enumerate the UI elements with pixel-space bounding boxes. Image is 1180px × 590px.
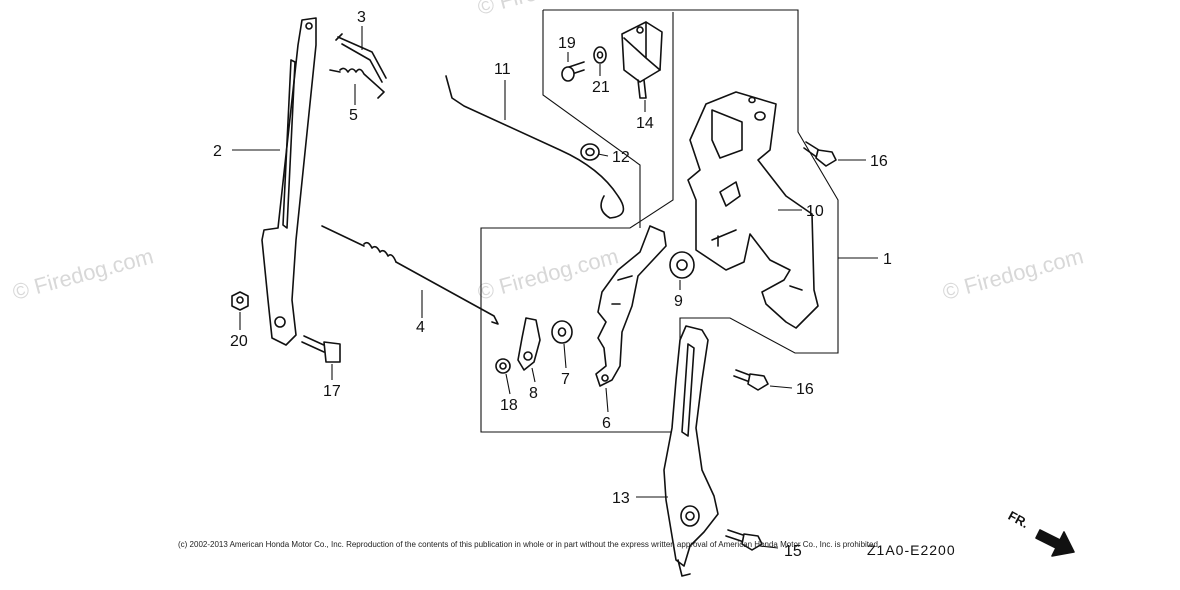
nut-part — [495, 358, 511, 374]
bolt-part — [733, 369, 769, 391]
copyright-notice: (c) 2002-2013 American Honda Motor Co., … — [178, 540, 881, 549]
washer-part — [669, 251, 695, 279]
part-label-12: 12 — [612, 149, 630, 166]
wire-rod-part — [445, 75, 625, 219]
part-label-8: 8 — [529, 385, 538, 402]
part-label-11: 11 — [494, 61, 511, 78]
bolt-part — [803, 141, 837, 167]
part-label-3: 3 — [357, 9, 366, 26]
lever-part — [517, 317, 541, 371]
bracket-part — [687, 91, 819, 329]
part-label-16-top: 16 — [870, 153, 888, 170]
washer-part — [593, 46, 607, 64]
pin-bolt-part — [301, 335, 341, 363]
direction-arrow-icon — [1035, 529, 1075, 557]
part-label-13: 13 — [612, 490, 630, 507]
governor-rod-part — [321, 225, 499, 325]
switch-part — [621, 21, 663, 99]
watermark: © Firedog.com — [940, 243, 1086, 305]
part-label-14: 14 — [636, 115, 654, 132]
part-label-7: 7 — [561, 371, 570, 388]
assembly-outline — [480, 9, 839, 433]
washer-part — [551, 320, 573, 344]
control-arm-part — [595, 225, 667, 387]
nut-part — [580, 143, 600, 161]
watermark: © Firedog.com — [10, 243, 156, 305]
throttle-lever-part — [663, 325, 719, 577]
part-label-1: 1 — [883, 251, 892, 268]
part-label-6: 6 — [602, 415, 611, 432]
part-label-4: 4 — [416, 319, 425, 336]
diagram-code: Z1A0-E2200 — [867, 542, 956, 558]
bolt-part — [561, 61, 585, 82]
clip-part — [335, 33, 387, 83]
part-label-10: 10 — [806, 203, 824, 220]
link-rod-part — [261, 17, 317, 346]
bolt-part — [725, 529, 763, 551]
part-label-21: 21 — [592, 79, 610, 96]
part-label-2: 2 — [213, 143, 222, 160]
part-label-17: 17 — [323, 383, 341, 400]
spring-part — [329, 67, 385, 99]
part-label-19: 19 — [558, 35, 576, 52]
leader-lines — [232, 26, 878, 549]
nut-part — [231, 291, 249, 311]
part-label-18: 18 — [500, 397, 518, 414]
part-label-5: 5 — [349, 107, 358, 124]
part-label-20: 20 — [230, 333, 248, 350]
part-label-15: 15 — [784, 543, 802, 560]
watermark: © Firedog.com — [475, 243, 621, 305]
part-label-9: 9 — [674, 293, 683, 310]
part-label-16-bottom: 16 — [796, 381, 814, 398]
